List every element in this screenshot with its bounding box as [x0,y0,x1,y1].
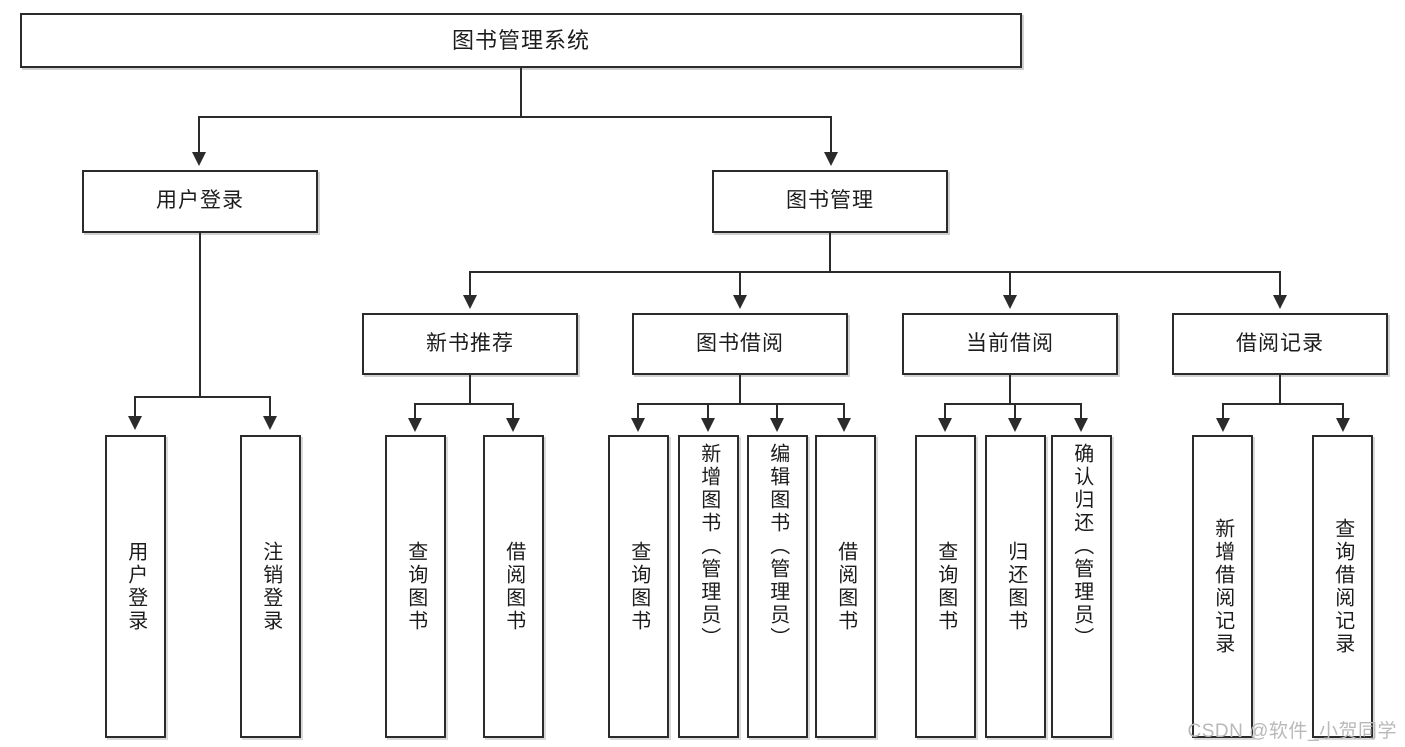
connector-root-to-book-management [830,116,832,154]
node-label: 借阅记录 [1236,331,1324,355]
node-label: 图书管理系统 [451,27,590,53]
connector-bb-leaf-3 [776,403,778,419]
node-label: 当前借阅 [966,331,1054,355]
leaf-bb-edit-book-admin[interactable]: 编辑图书（管理员） [747,435,808,738]
node-label: 编辑图书（管理员） [766,443,789,650]
leaf-cb-query-book[interactable]: 查询图书 [915,435,976,738]
node-label: 借阅图书 [502,540,525,633]
leaf-cb-return-book[interactable]: 归还图书 [985,435,1046,738]
node-label: 图书管理 [786,189,874,213]
connector-cb-leaf-3 [1080,403,1082,419]
connector-root-to-user-login [198,116,200,154]
node-current-borrow[interactable]: 当前借阅 [902,313,1118,375]
leaf-bb-borrow-book[interactable]: 借阅图书 [815,435,876,738]
node-label: 借阅图书 [834,540,857,633]
connector-bb-leaf-2 [707,403,709,419]
node-label: 查询借阅记录 [1331,517,1354,656]
leaf-nbr-borrow-book[interactable]: 借阅图书 [483,435,544,738]
connector-user-login-leaf-2 [269,396,271,418]
arrow-to-current-borrow [1003,295,1017,309]
connector-to-borrow-record [1279,271,1281,297]
node-label: 图书借阅 [696,331,784,355]
connector-cb-leaf-2 [1014,403,1016,419]
connector-user-login-leaf-1 [134,396,136,418]
arrow-to-borrow-record [1273,295,1287,309]
node-label: 查询图书 [934,540,957,633]
leaf-br-add-record[interactable]: 新增借阅记录 [1192,435,1253,738]
node-label: 确认归还（管理员） [1070,443,1093,650]
arrow-to-user-login [192,152,206,166]
arrow-to-new-book-recommend [463,295,477,309]
node-label: 归还图书 [1004,540,1027,633]
connector-book-borrow-stem [739,375,741,403]
node-book-borrow[interactable]: 图书借阅 [632,313,848,375]
arrow-to-bb-leaf-2 [701,418,715,432]
arrow-to-bb-leaf-1 [631,418,645,432]
connector-cb-leaf-1 [944,403,946,419]
connector-to-book-borrow [739,271,741,297]
arrow-to-book-management [824,152,838,166]
arrow-to-br-leaf-1 [1216,418,1230,432]
arrow-to-bb-leaf-3 [770,418,784,432]
connector-new-book-recommend-stem [469,375,471,403]
node-label: 查询图书 [627,540,650,633]
connector-root-bus [198,116,832,118]
connector-user-login-stem [199,233,201,396]
node-book-management[interactable]: 图书管理 [712,170,948,233]
connector-new-book-recommend-bus [414,403,512,405]
connector-user-login-bus [134,396,270,398]
node-root-book-management-system[interactable]: 图书管理系统 [20,13,1022,68]
node-label: 用户登录 [124,540,147,633]
node-user-login[interactable]: 用户登录 [82,170,318,233]
connector-br-leaf-1 [1222,403,1224,419]
node-label: 新增借阅记录 [1211,517,1234,656]
connector-book-borrow-bus [637,403,845,405]
node-label: 用户登录 [156,189,244,213]
arrow-to-nbr-leaf-2 [506,418,520,432]
connector-to-current-borrow [1009,271,1011,297]
connector-level2-bus [469,271,1281,273]
connector-bb-leaf-4 [843,403,845,419]
arrow-to-user-login-leaf-1 [128,416,142,430]
connector-book-management-stem [829,233,831,271]
arrow-to-br-leaf-2 [1336,418,1350,432]
leaf-user-login-logout[interactable]: 注销登录 [240,435,301,738]
connector-current-borrow-bus [944,403,1082,405]
connector-root-stem [520,68,522,116]
connector-borrow-record-stem [1279,375,1281,403]
leaf-bb-query-book[interactable]: 查询图书 [608,435,669,738]
connector-bb-leaf-1 [637,403,639,419]
node-new-book-recommend[interactable]: 新书推荐 [362,313,578,375]
arrow-to-cb-leaf-2 [1008,418,1022,432]
leaf-user-login-login[interactable]: 用户登录 [105,435,166,738]
leaf-br-query-record[interactable]: 查询借阅记录 [1312,435,1373,738]
arrow-to-book-borrow [733,295,747,309]
connector-borrow-record-bus [1222,403,1344,405]
leaf-nbr-query-book[interactable]: 查询图书 [385,435,446,738]
node-label: 新书推荐 [426,331,514,355]
leaf-cb-confirm-return-admin[interactable]: 确认归还（管理员） [1051,435,1112,738]
connector-to-new-book-recommend [469,271,471,297]
connector-nbr-leaf-1 [414,403,416,419]
arrow-to-bb-leaf-4 [837,418,851,432]
node-label: 注销登录 [259,540,282,633]
node-borrow-record[interactable]: 借阅记录 [1172,313,1388,375]
connector-current-borrow-stem [1009,375,1011,403]
arrow-to-cb-leaf-3 [1074,418,1088,432]
arrow-to-nbr-leaf-1 [408,418,422,432]
connector-br-leaf-2 [1342,403,1344,419]
node-label: 查询图书 [404,540,427,633]
arrow-to-cb-leaf-1 [938,418,952,432]
node-label: 新增图书（管理员） [697,443,720,650]
connector-nbr-leaf-2 [512,403,514,419]
arrow-to-user-login-leaf-2 [263,416,277,430]
leaf-bb-add-book-admin[interactable]: 新增图书（管理员） [678,435,739,738]
